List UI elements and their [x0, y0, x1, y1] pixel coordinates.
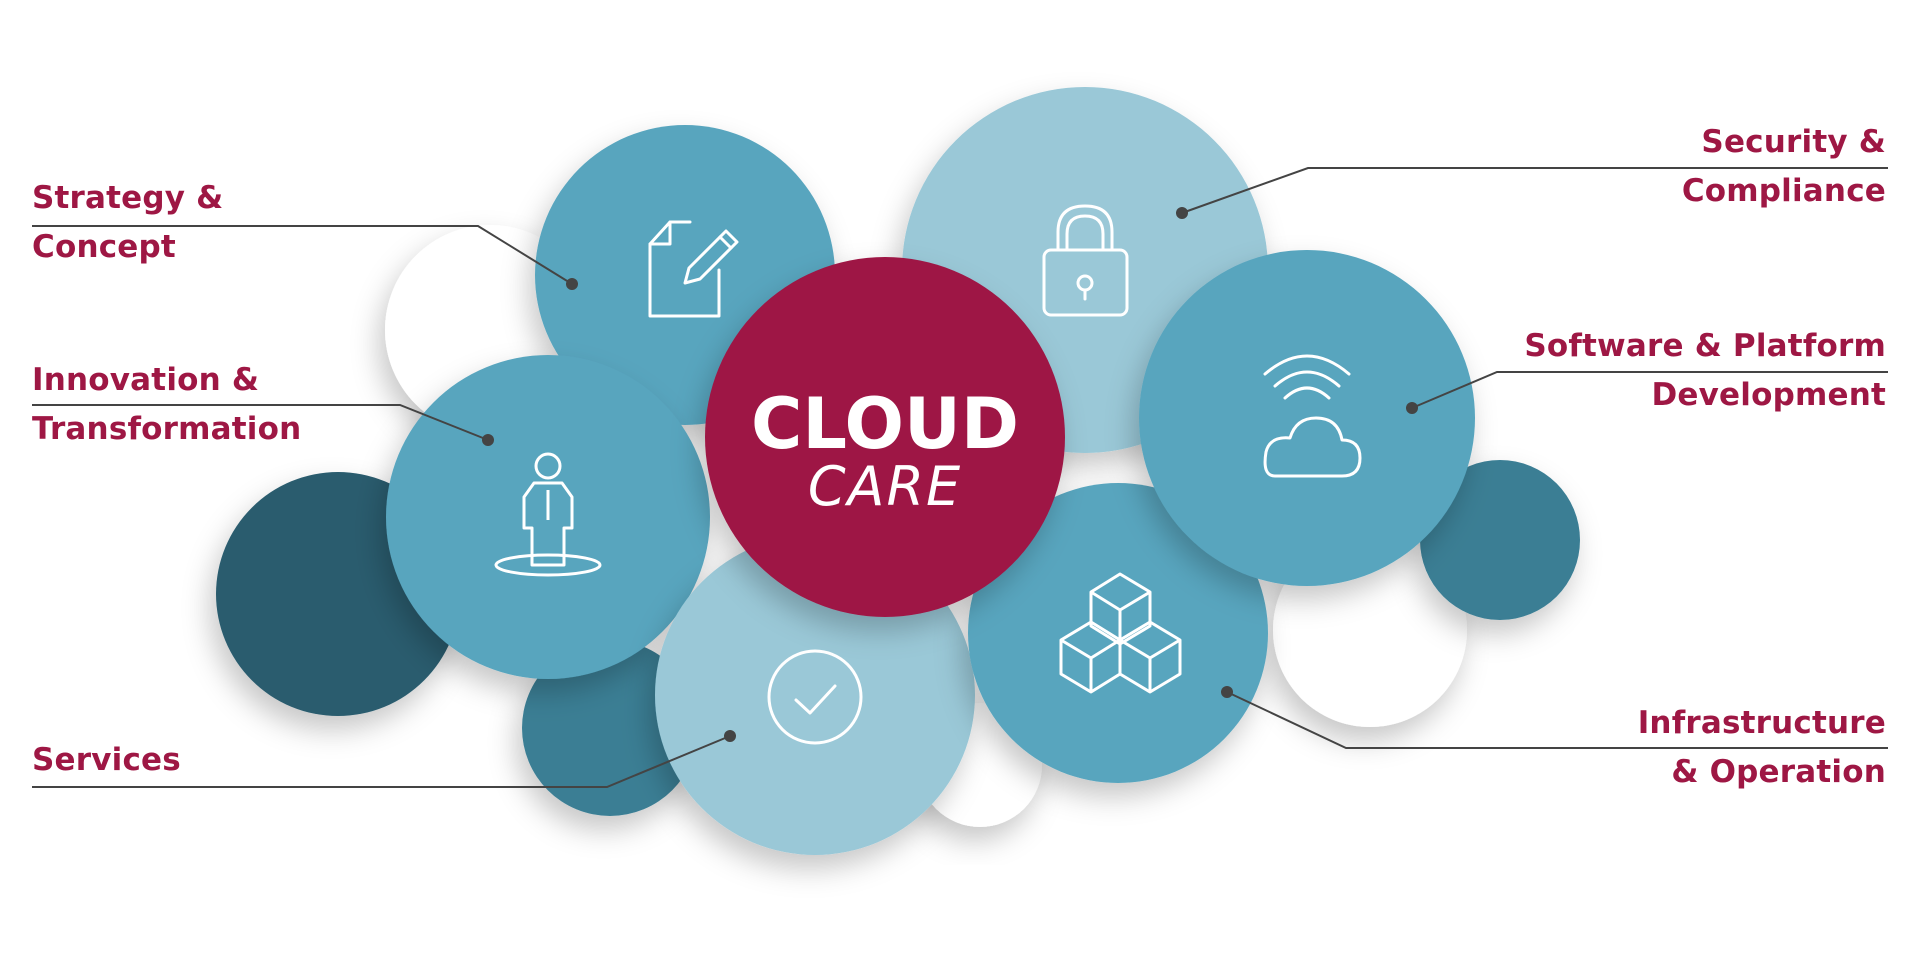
dark-teal-circle-right: [1420, 460, 1580, 620]
label-security-line2: Compliance: [1681, 173, 1886, 209]
dot-strategy: [566, 278, 578, 290]
leader-innovation: [32, 404, 489, 441]
label-software: Software & Platform Development: [1524, 322, 1886, 420]
checkmark-icon: [767, 649, 863, 745]
label-infrastructure-line1: Infrastructure: [1637, 705, 1886, 741]
label-security: Security & Compliance: [1682, 118, 1886, 216]
leader-services: [32, 735, 731, 788]
leader-lines: [32, 167, 1888, 788]
label-strategy: Strategy & Concept: [32, 174, 223, 272]
leader-software: [1411, 371, 1888, 409]
center-circle: CLOUD CARE: [705, 257, 1065, 617]
label-software-line1: Software & Platform: [1524, 328, 1886, 364]
center-title: CLOUD: [751, 383, 1019, 465]
circle-innovation: [386, 355, 710, 679]
label-software-line2: Development: [1651, 377, 1886, 413]
cloud-wireless-icon: [1263, 354, 1362, 478]
label-innovation: Innovation & Transformation: [32, 356, 301, 454]
label-security-line1: Security &: [1701, 124, 1886, 160]
center-subtitle: CARE: [808, 455, 962, 518]
leader-strategy: [32, 225, 573, 285]
edit-document-icon: [648, 220, 739, 318]
label-infrastructure-line2: & Operation: [1671, 754, 1886, 790]
label-innovation-line1: Innovation &: [32, 362, 260, 398]
leader-security: [1181, 167, 1888, 214]
cubes-icon: [1059, 572, 1182, 694]
dot-infrastructure: [1221, 686, 1233, 698]
dot-software: [1406, 402, 1418, 414]
circle-infrastructure: [968, 483, 1268, 783]
label-innovation-line2: Transformation: [32, 411, 302, 447]
dot-innovation: [482, 434, 494, 446]
dot-security: [1176, 207, 1188, 219]
dark-teal-circle-bottom: [522, 640, 698, 816]
label-strategy-line2: Concept: [32, 229, 176, 265]
person-icon: [494, 452, 602, 577]
leader-dots: [482, 207, 1418, 742]
padlock-icon: [1042, 204, 1129, 317]
dot-services: [724, 730, 736, 742]
label-services-line1: Services: [32, 742, 181, 778]
label-services: Services: [32, 736, 181, 785]
circle-software: [1139, 250, 1475, 586]
label-infrastructure: Infrastructure & Operation: [1638, 699, 1886, 797]
leader-infrastructure: [1226, 691, 1888, 749]
label-strategy-line1: Strategy &: [32, 180, 224, 216]
